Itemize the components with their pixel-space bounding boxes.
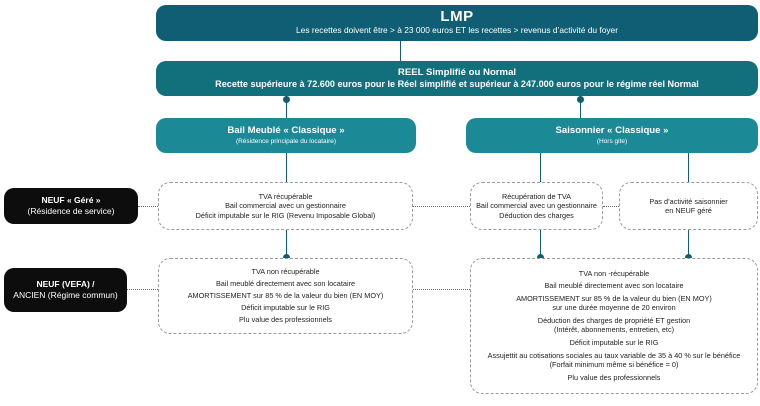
- neuf-vefa-box: NEUF (VEFA) / ANCIEN (Régime commun): [4, 268, 127, 312]
- vefa-bail-line-1: TVA non récupérable: [251, 266, 320, 276]
- gere-saisonnier-note: Pas d’activité saisonnier en NEUF géré: [619, 182, 758, 230]
- gere-bail-line-1: TVA récupérable: [258, 191, 313, 201]
- reel-subtitle: Recette supérieure à 72.600 euros pour l…: [215, 79, 699, 90]
- lmp-box: LMP Les recettes doivent être > à 23 000…: [156, 5, 758, 41]
- gere-saisonnier-details: Récupération de TVA Bail commercial avec…: [470, 182, 603, 230]
- vefa-saisonnier-details: TVA non -récupérable Bail meublé directe…: [470, 258, 758, 394]
- bail-classique-box: Bail Meublé « Classique » (Résidence pri…: [156, 118, 416, 153]
- vefa-bail-line-2: Bail meublé directement avec son locatai…: [215, 278, 356, 288]
- gere-sais-line-3: Déduction des charges: [499, 210, 574, 220]
- vefa-bail-line-3: AMORTISSEMENT sur 85 % de la valeur du b…: [187, 290, 384, 300]
- gere-sais2-line-2: en NEUF géré: [665, 206, 712, 215]
- gere-sais2-line-1: Pas d’activité saisonnier: [649, 196, 728, 206]
- vefa-sais-deduction-detail: (Intérêt, abonnements, entretien, etc): [553, 325, 675, 334]
- vefa-sais-plus-value: Plu value des professionnels: [567, 372, 661, 382]
- neuf-gere-line1: NEUF « Géré »: [41, 194, 101, 205]
- gere-bail-line-2: Bail commercial avec un gestionnaire: [225, 201, 346, 211]
- vefa-sais-duree: sur une durée moyenne de 20 environ: [552, 303, 676, 313]
- gere-bail-details: TVA récupérable Bail commercial avec un …: [158, 182, 413, 230]
- bail-classique-title: Bail Meublé « Classique »: [227, 125, 345, 136]
- vefa-sais-amortissement: AMORTISSEMENT sur 85 % de la valeur du b…: [516, 294, 712, 304]
- gere-sais-line-1: Récupération de TVA: [501, 191, 572, 201]
- neuf-gere-box: NEUF « Géré » (Résidence de service): [4, 188, 138, 224]
- vefa-bail-line-4: Déficit imputable sur le RIG: [241, 303, 330, 313]
- reel-title: REEL Simplifié ou Normal: [397, 67, 517, 78]
- vefa-sais-tva: TVA non -récupérable: [578, 268, 650, 278]
- saisonnier-title: Saisonnier « Classique »: [555, 125, 669, 136]
- saisonnier-subtitle: (Hors gite): [596, 137, 628, 145]
- saisonnier-box: Saisonnier « Classique » (Hors gite): [466, 118, 758, 153]
- neuf-gere-line2: (Résidence de service): [27, 206, 115, 216]
- vefa-sais-deduction: Déduction des charges de propriété ET ge…: [537, 316, 691, 326]
- neuf-vefa-line2: ANCIEN (Régime commun): [13, 290, 118, 300]
- vefa-sais-bail: Bail meublé directement avec son locatai…: [544, 281, 684, 291]
- gere-sais-line-2: Bail commercial avec un gestionnaire: [476, 201, 597, 211]
- vefa-bail-line-5: Plu value des professionnels: [239, 315, 332, 325]
- vefa-sais-forfait: (Forfait minimum même si bénéfice = 0): [549, 359, 679, 369]
- bail-classique-subtitle: (Résidence principale du locataire): [235, 137, 337, 145]
- vefa-bail-details: TVA non récupérable Bail meublé directem…: [158, 258, 413, 334]
- neuf-vefa-line1: NEUF (VEFA) /: [36, 278, 95, 289]
- vefa-sais-cotisations: Assujettit au cotisations sociales au ta…: [487, 350, 741, 360]
- lmp-subtitle: Les recettes doivent être > à 23 000 eur…: [296, 25, 618, 35]
- lmp-title: LMP: [440, 8, 474, 25]
- vefa-sais-deficit: Déficit imputable sur le RIG: [569, 337, 659, 347]
- gere-bail-line-3: Déficit imputable sur le RIG (Revenu Imp…: [195, 210, 376, 220]
- reel-box: REEL Simplifié ou Normal Recette supérie…: [156, 61, 758, 96]
